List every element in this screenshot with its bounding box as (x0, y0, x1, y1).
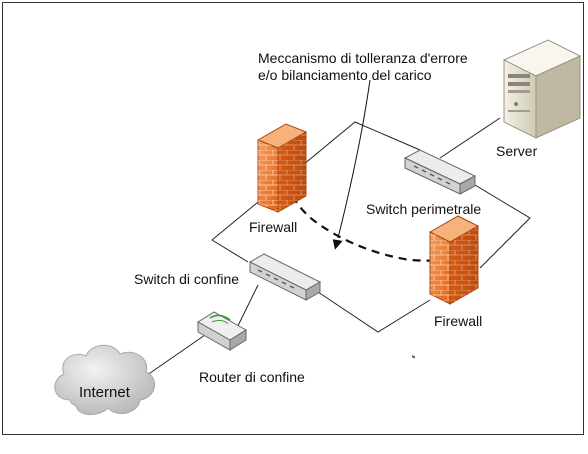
internet-label: Internet (79, 384, 130, 401)
firewall-top-icon (256, 123, 308, 213)
firewall-bottom-icon (428, 215, 480, 305)
router-label: Router di confine (199, 369, 305, 385)
router-icon (197, 311, 247, 351)
link-ring-right (469, 181, 531, 269)
switch-confine-label: Switch di confine (134, 271, 240, 287)
internet-cloud-icon (54, 344, 155, 415)
firewall-bottom-label: Firewall (434, 313, 483, 329)
switch-perimetrale-icon (403, 149, 477, 359)
switch-confine-icon (248, 253, 322, 301)
switch-perimetrale-label: Switch perimetrale (366, 201, 482, 217)
server-label: Server (496, 143, 538, 159)
link-internet-router (139, 334, 206, 381)
annotation-arrow (332, 79, 371, 250)
annotation-line1: Meccanismo di tolleranza d'errore (258, 50, 468, 66)
annotation-line2: e/o bilanciamento del carico (258, 67, 432, 83)
link-server-switch (439, 117, 501, 159)
diagram-frame (2, 2, 584, 435)
link-ring-bottom (317, 291, 431, 333)
server-icon (502, 39, 582, 139)
link-ring-left-down (211, 239, 249, 263)
firewall-top-label: Firewall (249, 219, 298, 235)
